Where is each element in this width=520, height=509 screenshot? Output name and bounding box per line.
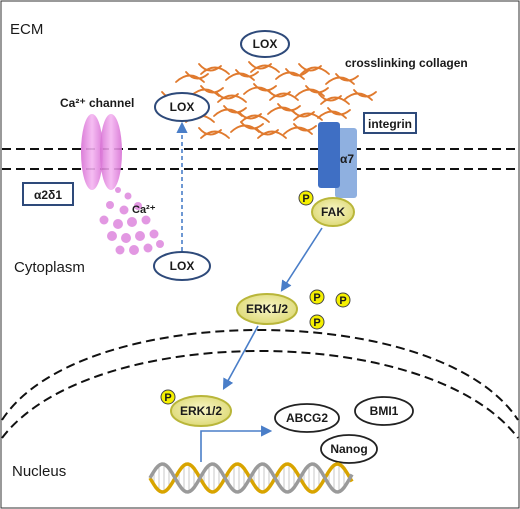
lox-node-ecm	[240, 30, 290, 58]
lox-label-cytoplasm: LOX	[170, 259, 195, 273]
lox-label-ecm: LOX	[253, 37, 278, 51]
erk-label-nucleus: ERK1/2	[180, 404, 222, 418]
erk-label-cytoplasm: ERK1/2	[246, 302, 288, 316]
phospho-free-label-3: P	[313, 317, 320, 329]
alpha7-label: α7	[340, 152, 354, 166]
erk-node-nucleus	[170, 395, 232, 427]
phospho-erk-icon	[160, 389, 176, 405]
transcription-arrow	[200, 425, 273, 462]
crosslinking-collagen-label: crosslinking collagen	[345, 56, 468, 70]
calcium-ions-icon	[99, 187, 164, 255]
collagen-fibers	[161, 61, 377, 139]
fak-node	[311, 197, 355, 227]
ecm-label: ECM	[10, 21, 43, 38]
ca-channel-label: Ca²⁺ channel	[60, 96, 134, 110]
erk-translocation-arrow	[222, 325, 259, 390]
a2d1-label: α2δ1	[34, 188, 62, 202]
lox-label-membrane: LOX	[170, 100, 195, 114]
lox-node-membrane	[154, 92, 210, 122]
phospho-free-label-2: P	[339, 295, 346, 307]
integrin-box	[363, 112, 417, 134]
bmi1-node	[354, 396, 414, 426]
abcg2-label: ABCG2	[286, 411, 328, 425]
phospho-free-label-1: P	[313, 292, 320, 304]
abcg2-node	[274, 403, 340, 433]
integrin-label: integrin	[368, 117, 412, 131]
cytoplasm-label: Cytoplasm	[14, 259, 85, 276]
nuclear-envelope-inner	[1, 350, 519, 439]
bmi1-label: BMI1	[370, 404, 399, 418]
a2d1-box	[22, 182, 74, 206]
integrin-subunit-dark	[318, 122, 340, 188]
nuclear-envelope-outer	[1, 329, 519, 421]
nanog-label: Nanog	[330, 442, 367, 456]
nucleus-label: Nucleus	[12, 463, 66, 480]
ca-ion-label: Ca²⁺	[132, 204, 156, 216]
free-phosphate-icons	[309, 289, 351, 330]
dna-helix-icon	[148, 462, 354, 494]
integrin-subunit-light	[335, 128, 357, 198]
fak-label: FAK	[321, 205, 345, 219]
phospho-fak-label: P	[302, 193, 309, 205]
calcium-channel-icon	[81, 114, 122, 190]
phospho-erk-label: P	[164, 392, 171, 404]
nanog-node	[320, 434, 378, 464]
fak-to-erk-arrow	[280, 227, 323, 292]
erk-node-cytoplasm	[236, 293, 298, 325]
phospho-fak-icon	[298, 190, 314, 206]
lox-node-cytoplasm	[153, 251, 211, 281]
